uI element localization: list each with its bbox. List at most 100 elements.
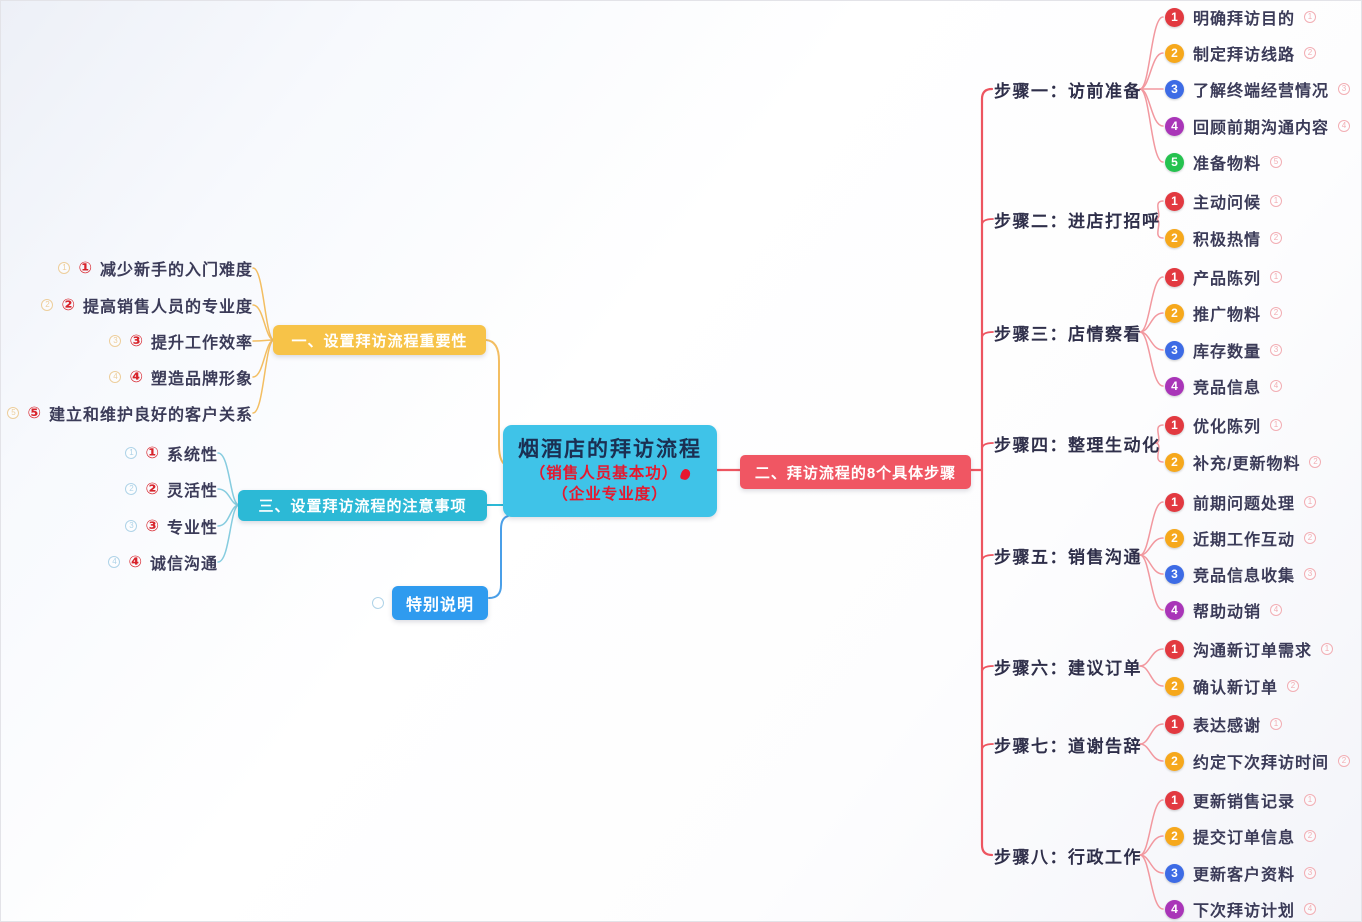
item-number: ① — [145, 445, 159, 462]
step-node-1[interactable]: 步骤一：访前准备 — [994, 82, 1142, 101]
item-label: 塑造品牌形象 — [150, 371, 253, 388]
item-label: 优化陈列 — [1193, 419, 1262, 436]
collapse-handle[interactable]: 2 — [1304, 532, 1317, 544]
collapse-handle[interactable]: 1 — [1304, 794, 1317, 806]
central-topic-subtitle-1: （销售人员基本功） — [529, 465, 679, 483]
collapse-handle[interactable]: 2 — [1270, 232, 1283, 244]
collapse-handle[interactable]: 4 — [1304, 903, 1317, 915]
collapse-handle[interactable]: 1 — [1321, 643, 1334, 655]
item-label: 提交订单信息 — [1193, 830, 1296, 847]
collapse-handle[interactable]: 4 — [108, 556, 121, 568]
collapse-handle[interactable]: 5 — [1270, 156, 1283, 168]
step-8-item[interactable]: 2 提交订单信息 2 — [1165, 824, 1317, 848]
collapse-handle[interactable]: 3 — [1304, 867, 1317, 879]
numbered-badge: 1 — [1165, 714, 1184, 734]
numbered-badge: 1 — [1165, 790, 1184, 810]
collapse-handle[interactable]: 1 — [1304, 496, 1317, 508]
collapse-handle[interactable]: 1 — [125, 447, 138, 459]
step-node-6[interactable]: 步骤六：建议订单 — [994, 659, 1142, 678]
step-node-4[interactable]: 步骤四：整理生动化 — [994, 436, 1161, 455]
step-node-8[interactable]: 步骤八：行政工作 — [994, 848, 1142, 867]
collapse-handle[interactable]: 4 — [1270, 380, 1283, 392]
collapse-handle[interactable]: 4 — [1270, 604, 1283, 616]
collapse-handle[interactable]: 1 — [1270, 718, 1283, 730]
collapse-handle[interactable]: 2 — [1270, 307, 1283, 319]
step-node-7[interactable]: 步骤七：道谢告辞 — [994, 737, 1142, 756]
collapse-handle[interactable]: 1 — [1304, 11, 1317, 23]
numbered-badge: 2 — [1165, 826, 1184, 846]
collapse-handle[interactable]: 2 — [41, 299, 54, 311]
collapse-handle[interactable]: 4 — [109, 371, 122, 383]
central-topic-title: 烟酒店的拜访流程 — [518, 437, 702, 461]
collapse-handle[interactable]: 3 — [1270, 344, 1283, 356]
collapse-handle[interactable]: 2 — [1309, 456, 1322, 468]
branch-importance[interactable]: 一、设置拜访流程重要性 — [273, 325, 486, 355]
collapse-handle[interactable]: 3 — [1304, 568, 1317, 580]
central-topic[interactable]: 烟酒店的拜访流程 （销售人员基本功） （企业专业度） — [503, 425, 717, 517]
collapse-handle[interactable]: 1 — [58, 262, 71, 274]
item-number: ② — [145, 481, 159, 498]
collapse-handle[interactable]: 2 — [1304, 830, 1317, 842]
special-collapse-handle[interactable] — [372, 597, 384, 609]
collapse-handle[interactable]: 2 — [1287, 680, 1300, 692]
step-node-2[interactable]: 步骤二：进店打招呼 — [994, 212, 1161, 231]
collapse-handle[interactable]: 2 — [125, 483, 138, 495]
item-label: 灵活性 — [166, 483, 218, 500]
step-node-5[interactable]: 步骤五：销售沟通 — [994, 548, 1142, 567]
collapse-handle[interactable]: 5 — [7, 407, 20, 419]
collapse-handle[interactable]: 1 — [1270, 271, 1283, 283]
collapse-handle[interactable]: 3 — [125, 520, 138, 532]
branch-steps[interactable]: 二、拜访流程的8个具体步骤 — [740, 455, 971, 489]
step-node-3[interactable]: 步骤三：店情察看 — [994, 325, 1142, 344]
branch-special[interactable]: 特别说明 — [392, 586, 488, 620]
collapse-handle[interactable]: 1 — [1270, 195, 1283, 207]
numbered-badge: 2 — [1165, 303, 1184, 323]
collapse-handle[interactable]: 3 — [1338, 83, 1351, 95]
collapse-handle[interactable]: 4 — [1338, 120, 1351, 132]
paw-icon — [679, 468, 692, 482]
numbered-badge: 2 — [1165, 43, 1184, 63]
item-label: 诚信沟通 — [149, 556, 218, 573]
numbered-badge: 3 — [1165, 564, 1184, 584]
item-label: 提升工作效率 — [150, 335, 253, 352]
collapse-handle[interactable]: 2 — [1338, 755, 1351, 767]
collapse-handle[interactable]: 3 — [109, 335, 122, 347]
collapse-handle[interactable]: 1 — [1270, 419, 1283, 431]
branch-notes[interactable]: 三、设置拜访流程的注意事项 — [238, 490, 487, 521]
collapse-handle[interactable]: 2 — [1304, 47, 1317, 59]
